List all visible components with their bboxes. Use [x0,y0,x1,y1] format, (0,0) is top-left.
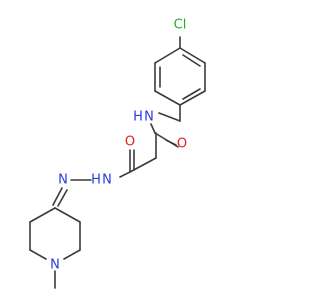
double-bond [182,88,201,100]
bond [154,90,181,106]
chlorophenyl-ring [154,47,206,106]
double-bond [52,187,63,206]
bond [154,47,181,64]
structure-svg: Cl N H O O N H N N [29,18,206,289]
hydrazide-hydrogen-label: H [91,173,101,188]
molecule-diagram: Cl N H O O N H N N [29,18,206,289]
chlorine-label: Cl [174,18,187,33]
double-bond [182,54,201,67]
bond [150,123,156,134]
ring-nitrogen-label: N [50,258,60,273]
bond [54,207,81,223]
bond [119,171,131,178]
amide-hydrogen-label: H [133,110,143,125]
double-bond [165,139,177,146]
bond [179,47,206,64]
oxygen-left-label: O [125,135,135,150]
bond [158,112,181,122]
bond [179,90,206,106]
amide-nitrogen-label: N [144,110,154,125]
bond [29,249,47,260]
oxygen-right-label: O [177,137,187,152]
bond [63,249,81,260]
hydrazide-nitrogen-label: N [102,173,112,188]
bond [29,207,56,223]
double-bond [57,189,68,207]
imine-nitrogen-label: N [58,173,68,188]
piperidine-ring [29,207,81,260]
